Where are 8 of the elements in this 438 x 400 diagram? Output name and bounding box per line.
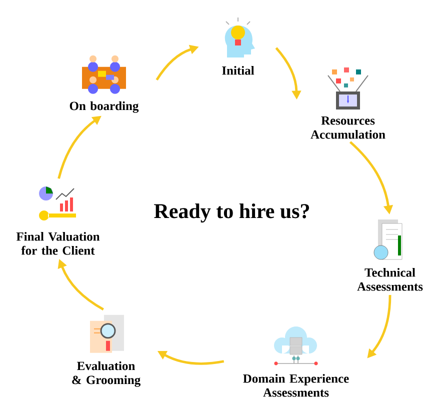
title: Ready to hire us? (154, 203, 309, 223)
step-label: Initial (222, 66, 254, 75)
step-label: Domain Experience Assessments (243, 374, 349, 397)
step-label: Resources Accumulation (310, 116, 386, 139)
step-label: Technical Assessments (357, 268, 423, 291)
step-label: Evaluation & Grooming (72, 361, 140, 387)
step-label: On boarding (70, 101, 139, 113)
step-label: Final Valuation for the Client (16, 232, 100, 255)
